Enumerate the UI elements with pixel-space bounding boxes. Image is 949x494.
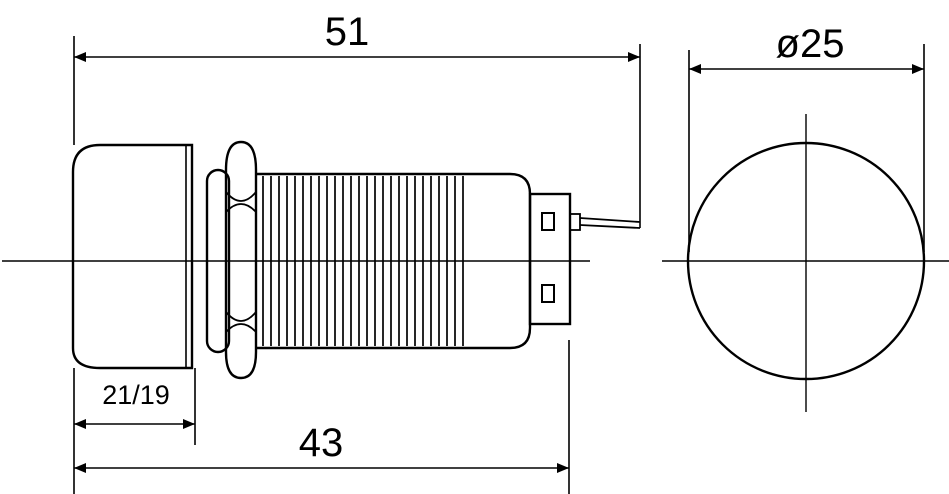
thread-lines <box>262 176 464 346</box>
washer <box>205 168 231 354</box>
cap-lens <box>71 143 194 370</box>
dimension-labels: 51 ø25 21/19 43 <box>102 10 844 465</box>
terminal-block <box>528 192 572 326</box>
terminal-slot-upper <box>541 212 555 231</box>
dim-label-43: 43 <box>299 421 344 465</box>
front-view <box>662 114 949 412</box>
hex-nut <box>224 140 258 380</box>
side-view <box>2 140 641 380</box>
terminal-lead <box>569 213 641 231</box>
dim-label-cap: 21/19 <box>102 380 170 410</box>
dim-label-25: ø25 <box>776 22 845 66</box>
dimension-lines <box>73 36 925 494</box>
terminal-slot-lower <box>541 284 555 303</box>
dim-label-51: 51 <box>325 10 370 54</box>
